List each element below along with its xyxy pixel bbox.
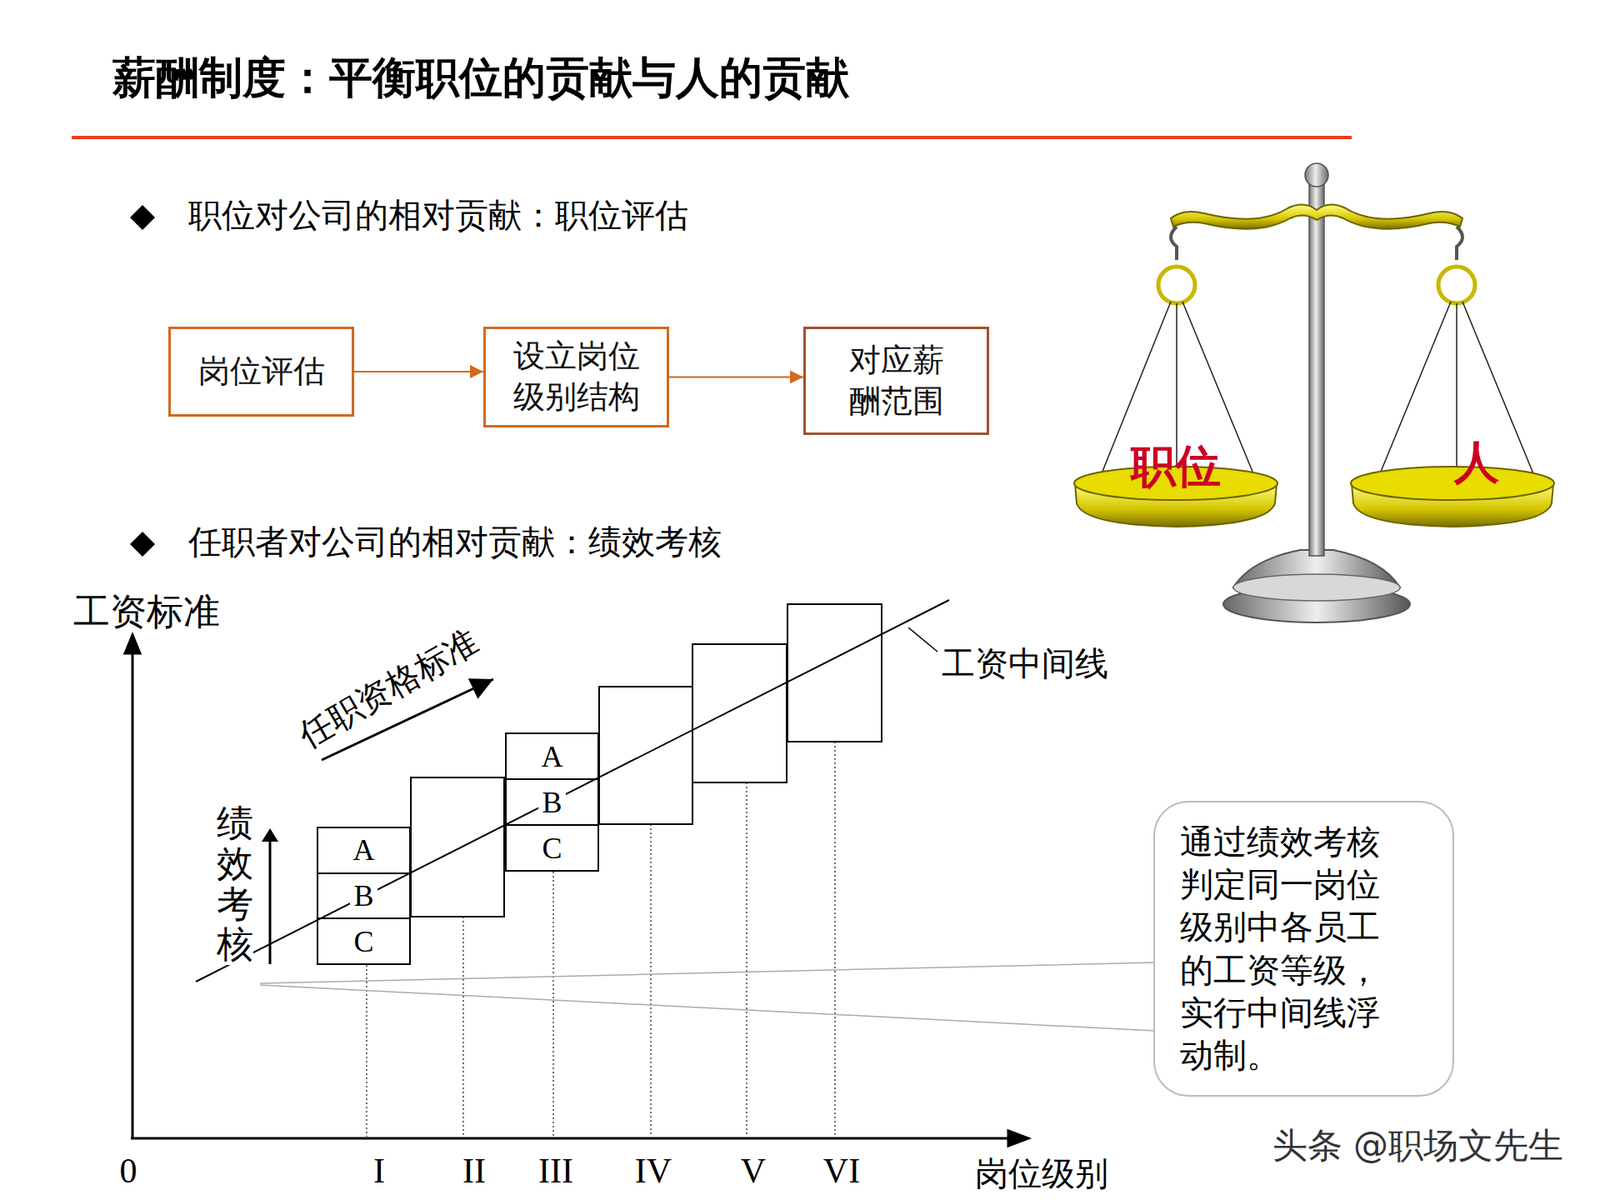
trend-label: 任职资格标准	[291, 620, 485, 756]
axis-label: 绩效考核	[216, 803, 254, 965]
bullet	[130, 205, 155, 230]
grade-box: ABC	[505, 732, 600, 872]
tick-label: VI	[823, 1150, 860, 1192]
watermark: 头条 @职场文先生	[1272, 1125, 1564, 1167]
process-box: 对应薪酬范围	[803, 326, 990, 435]
grade-row: C	[506, 824, 598, 870]
process-box: 设立岗位级别结构	[483, 326, 670, 428]
grade-row: B	[506, 778, 598, 825]
axis-title: 工资标准	[73, 590, 220, 635]
drop-lines	[366, 741, 835, 1137]
pan-label: 人	[1454, 435, 1500, 490]
tick-label: III	[538, 1150, 574, 1192]
title-rule	[71, 135, 1352, 140]
tick-label: IV	[635, 1150, 672, 1192]
line-label: 工资中间线	[941, 643, 1109, 684]
bullet-text: 职位对公司的相对贡献：职位评估	[188, 195, 689, 235]
chart-axes	[125, 635, 1029, 1146]
flow-arrow	[354, 370, 484, 373]
balance-scale	[1074, 163, 1555, 623]
grade-row: B	[318, 872, 410, 919]
bullet-text: 任职者对公司的相对贡献：绩效考核	[188, 521, 722, 562]
grade-row: C	[318, 917, 410, 964]
leader-line	[908, 627, 938, 652]
tick-label: V	[740, 1150, 766, 1192]
grade-row: A	[506, 734, 598, 779]
callout-pointer	[260, 962, 1155, 1031]
up-arrow	[269, 837, 272, 965]
callout-box: 通过绩效考核判定同一岗位级别中各员工的工资等级，实行中间线浮动制。	[1153, 800, 1455, 1097]
process-box: 岗位评估	[168, 326, 355, 417]
grade-letter: B	[350, 880, 377, 911]
grade-letter: B	[538, 787, 565, 818]
up-arrow-head	[261, 828, 279, 842]
node-text: 通过绩效考核判定同一岗位级别中各员工的工资等级，实行中间线浮动制。	[1180, 820, 1384, 1077]
origin-label: 0	[120, 1150, 138, 1192]
grade-letter: A	[350, 835, 379, 865]
tick-label: I	[373, 1150, 385, 1192]
bullet	[130, 531, 155, 557]
salary-midline	[195, 600, 950, 982]
flow-arrow	[669, 375, 804, 378]
node-text: 对应薪酬范围	[845, 340, 948, 423]
node-text: 岗位评估	[198, 350, 325, 392]
page-title: 薪酬制度：平衡职位的贡献与人的贡献	[112, 51, 850, 104]
node-text: 设立岗位级别结构	[510, 335, 644, 419]
grade-row: A	[318, 828, 410, 873]
grade-letter: C	[538, 833, 565, 864]
grade-letter: C	[350, 926, 377, 957]
grade-letter: A	[538, 741, 567, 772]
grade-box: ABC	[316, 826, 411, 965]
axis-title: 岗位级别	[975, 1153, 1109, 1194]
pan-label: 职位	[1130, 440, 1221, 495]
tick-label: II	[462, 1150, 486, 1192]
